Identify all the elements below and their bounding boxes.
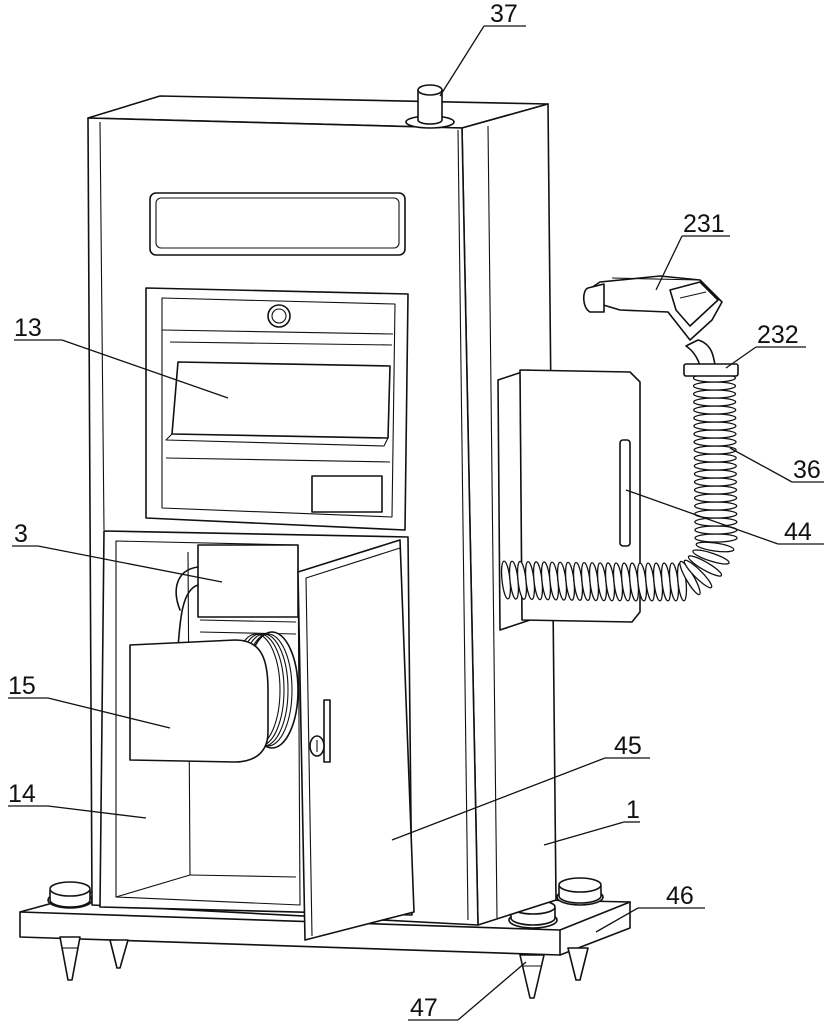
label-37: 37 — [490, 0, 518, 28]
hose-ring — [695, 502, 737, 510]
compartment-door — [298, 540, 414, 940]
hose-ring — [694, 390, 736, 398]
hose-ring — [695, 494, 737, 502]
hose-ring — [695, 486, 737, 494]
label-46: 46 — [666, 882, 694, 910]
hose-ring — [694, 398, 736, 406]
hose-ring — [694, 470, 736, 478]
hose-ring — [694, 446, 736, 454]
hose-ring — [693, 382, 735, 390]
hose-ring — [694, 454, 736, 462]
label-3: 3 — [14, 520, 28, 548]
label-44: 44 — [784, 518, 812, 546]
hose-ring — [694, 462, 736, 470]
hose-ring — [694, 430, 736, 438]
display-slot — [150, 193, 405, 255]
label-13: 13 — [14, 314, 42, 342]
hose-ring — [694, 414, 736, 422]
hose-ring — [694, 422, 736, 430]
hose-ring — [694, 478, 736, 486]
label-232: 232 — [757, 321, 799, 349]
hose-ring — [694, 438, 736, 446]
control-panel — [146, 288, 408, 530]
charging-nozzle — [584, 276, 738, 376]
hose-ring — [694, 406, 736, 414]
label-36: 36 — [793, 456, 821, 484]
label-45: 45 — [614, 732, 642, 760]
label-47: 47 — [410, 994, 438, 1022]
label-14: 14 — [8, 780, 36, 808]
label-15: 15 — [8, 672, 36, 700]
hose-ring — [695, 534, 737, 542]
label-1: 1 — [626, 796, 640, 824]
label-231: 231 — [683, 210, 725, 238]
